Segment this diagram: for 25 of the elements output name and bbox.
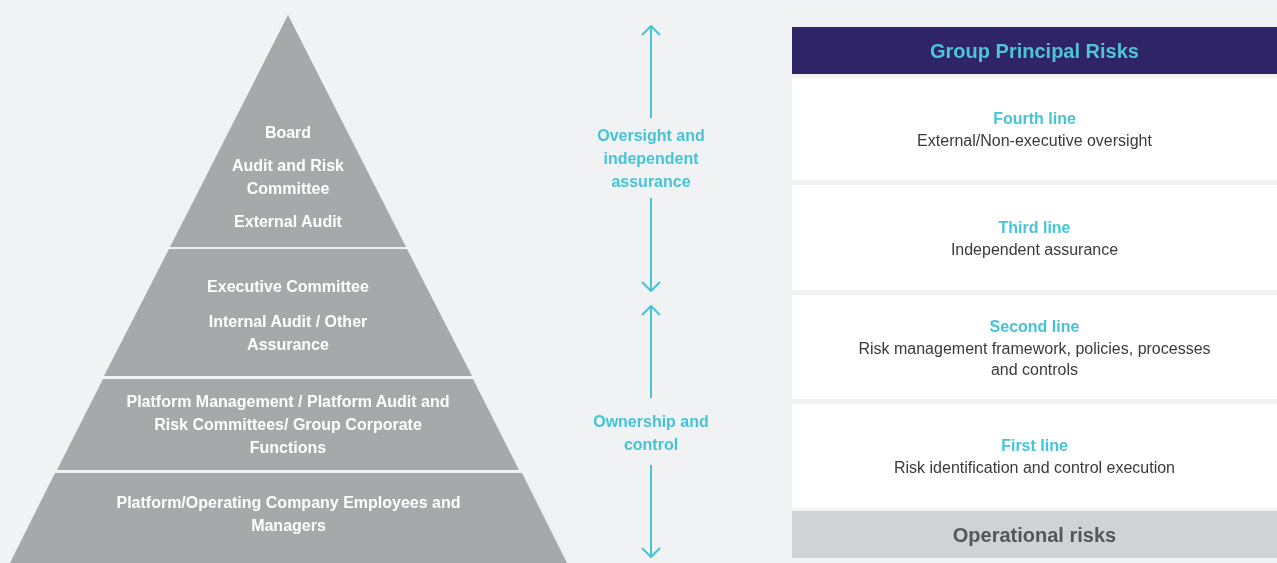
line-heading: Second line	[989, 316, 1080, 337]
header-bar	[792, 27, 1277, 74]
line-description: Independent assurance	[950, 239, 1119, 260]
tier-label: Platform Management / Platform Audit and Risk Committees/ Group Corporate Functions	[125, 392, 451, 458]
line-heading: First line	[1001, 436, 1068, 456]
line-description: Risk management framework, policies, processes and controls	[857, 338, 1212, 380]
tier-label: Executive Committee	[206, 277, 370, 297]
line-heading: Third line	[998, 217, 1071, 238]
scope-label: Ownership and control	[592, 412, 710, 455]
pyramid-tier	[104, 249, 472, 376]
pyramid-tier	[57, 379, 519, 470]
tier-label: External Audit	[233, 212, 343, 232]
panel-title: Group Principal Risks	[930, 38, 1139, 64]
scope-label: Oversight and independent assurance	[596, 126, 706, 192]
tier-label: Board	[263, 123, 313, 143]
line-heading: Fourth line	[993, 109, 1076, 129]
pyramid-tier	[10, 473, 567, 563]
line-description: Risk identification and control execution	[893, 458, 1175, 478]
line-description: External/Non-executive oversight	[917, 131, 1152, 151]
tier-label: Audit and Risk Committee	[231, 156, 345, 199]
tier-label: Platform/Operating Company Employees and Managers	[115, 493, 462, 536]
panel-title: Operational risks	[952, 522, 1117, 548]
tier-label: Internal Audit / Other Assurance	[207, 312, 369, 355]
pyramid-tier	[170, 15, 406, 247]
footer-bar	[792, 511, 1277, 558]
